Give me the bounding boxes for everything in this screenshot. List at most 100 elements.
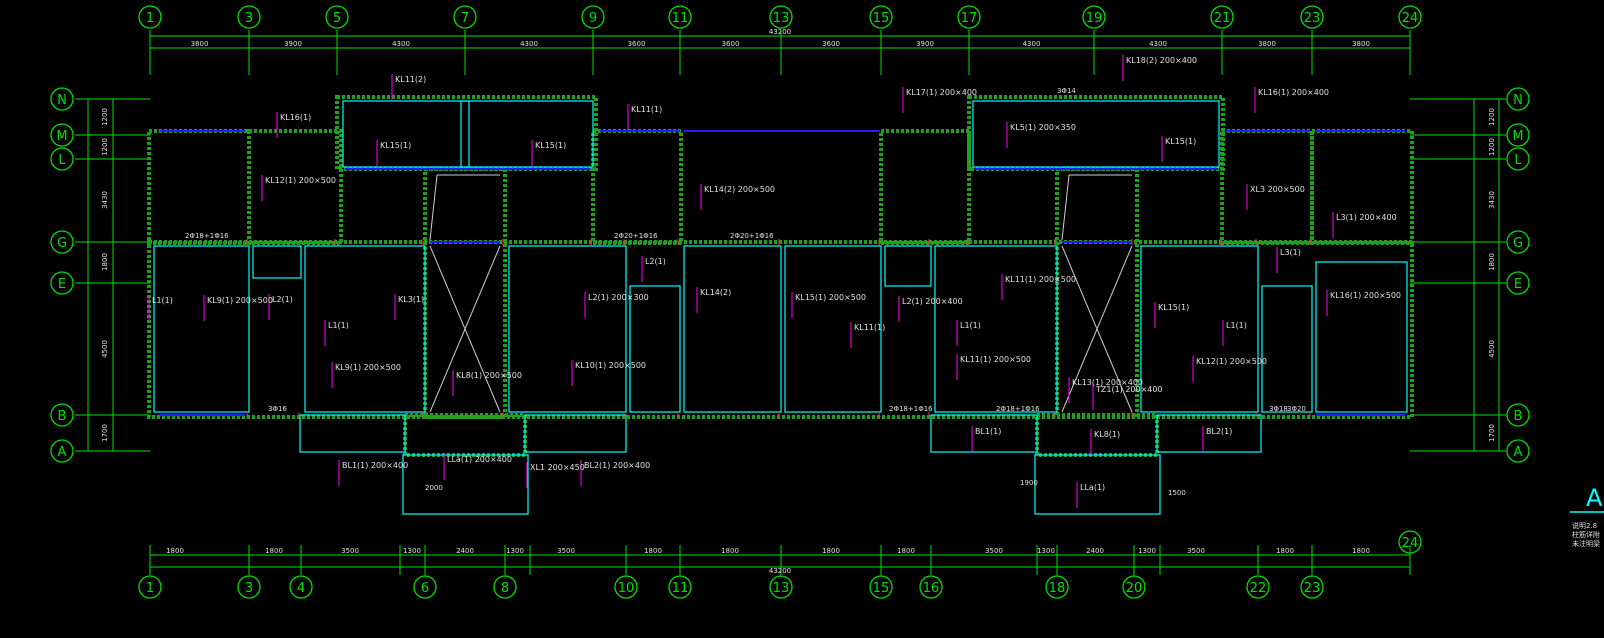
left-dim-text: 3430 [101,191,109,209]
axis-label: 4 [297,581,305,596]
axis-circle [1506,271,1530,295]
axis-bubble-left-E: E [50,271,74,295]
axis-circle [1300,575,1324,599]
lower-wall [147,240,1414,419]
beam-label: KL5(1) 200×350 [1010,123,1076,132]
bottom-dim-text: 1800 [897,547,915,555]
beam-label: KL18(2) 200×400 [1126,56,1197,65]
axis-label: 24 [1402,11,1419,26]
bottom-dim-text: 1300 [1138,547,1156,555]
axis-circle [1082,5,1106,29]
bottom-dim-text: 1800 [1352,547,1370,555]
axis-circle [138,5,162,29]
axis-bubble-top-23: 23 [1300,5,1324,29]
top-dim-text: 4300 [1023,40,1041,48]
beam-label: KL15(1) [535,141,566,150]
axis-label: 3 [245,11,253,26]
beam-label: KL11(1) [631,105,662,114]
room-partition [1140,245,1259,413]
axis-bubble-top-13: 13 [769,5,793,29]
axis-label: 24 [1402,536,1419,551]
axis-label: B [1514,409,1523,424]
room-partition [1315,261,1408,413]
top-total-dim-text: 43200 [769,28,791,36]
axis-bubble-top-21: 21 [1210,5,1234,29]
beam-label: KL15(1) [1165,137,1196,146]
axis-bubble-top-17: 17 [957,5,981,29]
beam-label: KL16(1) [280,113,311,122]
axis-bubble-right-E: E [1506,271,1530,295]
axis-circle [50,439,74,463]
room-partition [884,245,932,287]
beam-label: KL14(2) [700,288,731,297]
axis-bubble-bottom-22: 22 [1246,575,1270,599]
axis-circle [50,147,74,171]
upper-partition [460,100,470,168]
top-dim-text: 4300 [1149,40,1167,48]
beam-label: L2(1) 200×300 [588,293,649,302]
left-dim-text: 4500 [101,340,109,358]
balcony [930,414,1038,453]
axis-bubble-right-M: M [1506,123,1530,147]
axis-bubble-right-L: L [1506,147,1530,171]
right-dim-text: 1700 [1488,424,1496,442]
axis-circle [1398,530,1422,554]
axis-circle [769,575,793,599]
beam-label: LLa(1) 200×400 [447,455,512,464]
axis-label: B [58,409,67,424]
axis-bubble-top-3: 3 [237,5,261,29]
beam-label: BL1(1) 200×400 [342,461,408,470]
axis-bubble-top-15: 15 [869,5,893,29]
beam-label: KL15(1) [1158,303,1189,312]
axis-circle [668,5,692,29]
balcony [299,414,406,453]
entrance-canopy [1034,454,1161,515]
right-dim-text: 1200 [1488,138,1496,156]
axis-bubble-top-11: 11 [668,5,692,29]
beam-label: L1(1) [328,321,349,330]
beam-label: L1(1) [152,296,173,305]
axis-circle [581,5,605,29]
bottom-dim-text: 3500 [1187,547,1205,555]
stair-cross [429,245,501,413]
beam-label: KL16(1) 200×500 [1330,291,1401,300]
top-dim-text: 3800 [1352,40,1370,48]
bottom-dim-text: 3500 [985,547,1003,555]
axis-circle [1045,575,1069,599]
room-partition [784,245,882,413]
axis-circle [1210,5,1234,29]
top-dim-text: 3600 [822,40,840,48]
bottom-dim-text: 3500 [341,547,359,555]
beam-label: XL1 200×450 [530,463,585,472]
top-dim-text: 4300 [520,40,538,48]
axis-circle [50,271,74,295]
entrance-canopy [402,454,529,515]
axis-bubble-left-B: B [50,403,74,427]
beam-label: KL8(1) 200×500 [456,371,522,380]
rebar-note: 2Φ20+1Φ16 [614,232,658,240]
axis-bubble-bottom-13: 13 [769,575,793,599]
axis-label: 1 [146,581,154,596]
bottom-dim-text: 1800 [721,547,739,555]
axis-label: 23 [1304,11,1321,26]
bottom-dim-text: 1800 [1276,547,1294,555]
axis-label: 6 [421,581,429,596]
axis-circle [1506,123,1530,147]
axis-circle [237,575,261,599]
beam-label: L2(1) [272,295,293,304]
balcony [1156,414,1262,453]
beam-label: KL13(1) 200×400 [1072,378,1143,387]
axis-bubble-top-7: 7 [453,5,477,29]
axis-bubble-top-9: 9 [581,5,605,29]
rebar-note: 3Φ18 [1269,405,1288,413]
axis-circle [289,575,313,599]
left-dim-text: 1800 [101,253,109,271]
axis-label: 18 [1049,581,1066,596]
axis-label: 20 [1126,581,1143,596]
corner-note: 未注明梁 [1572,539,1600,548]
bottom-dim-text: 1800 [822,547,840,555]
